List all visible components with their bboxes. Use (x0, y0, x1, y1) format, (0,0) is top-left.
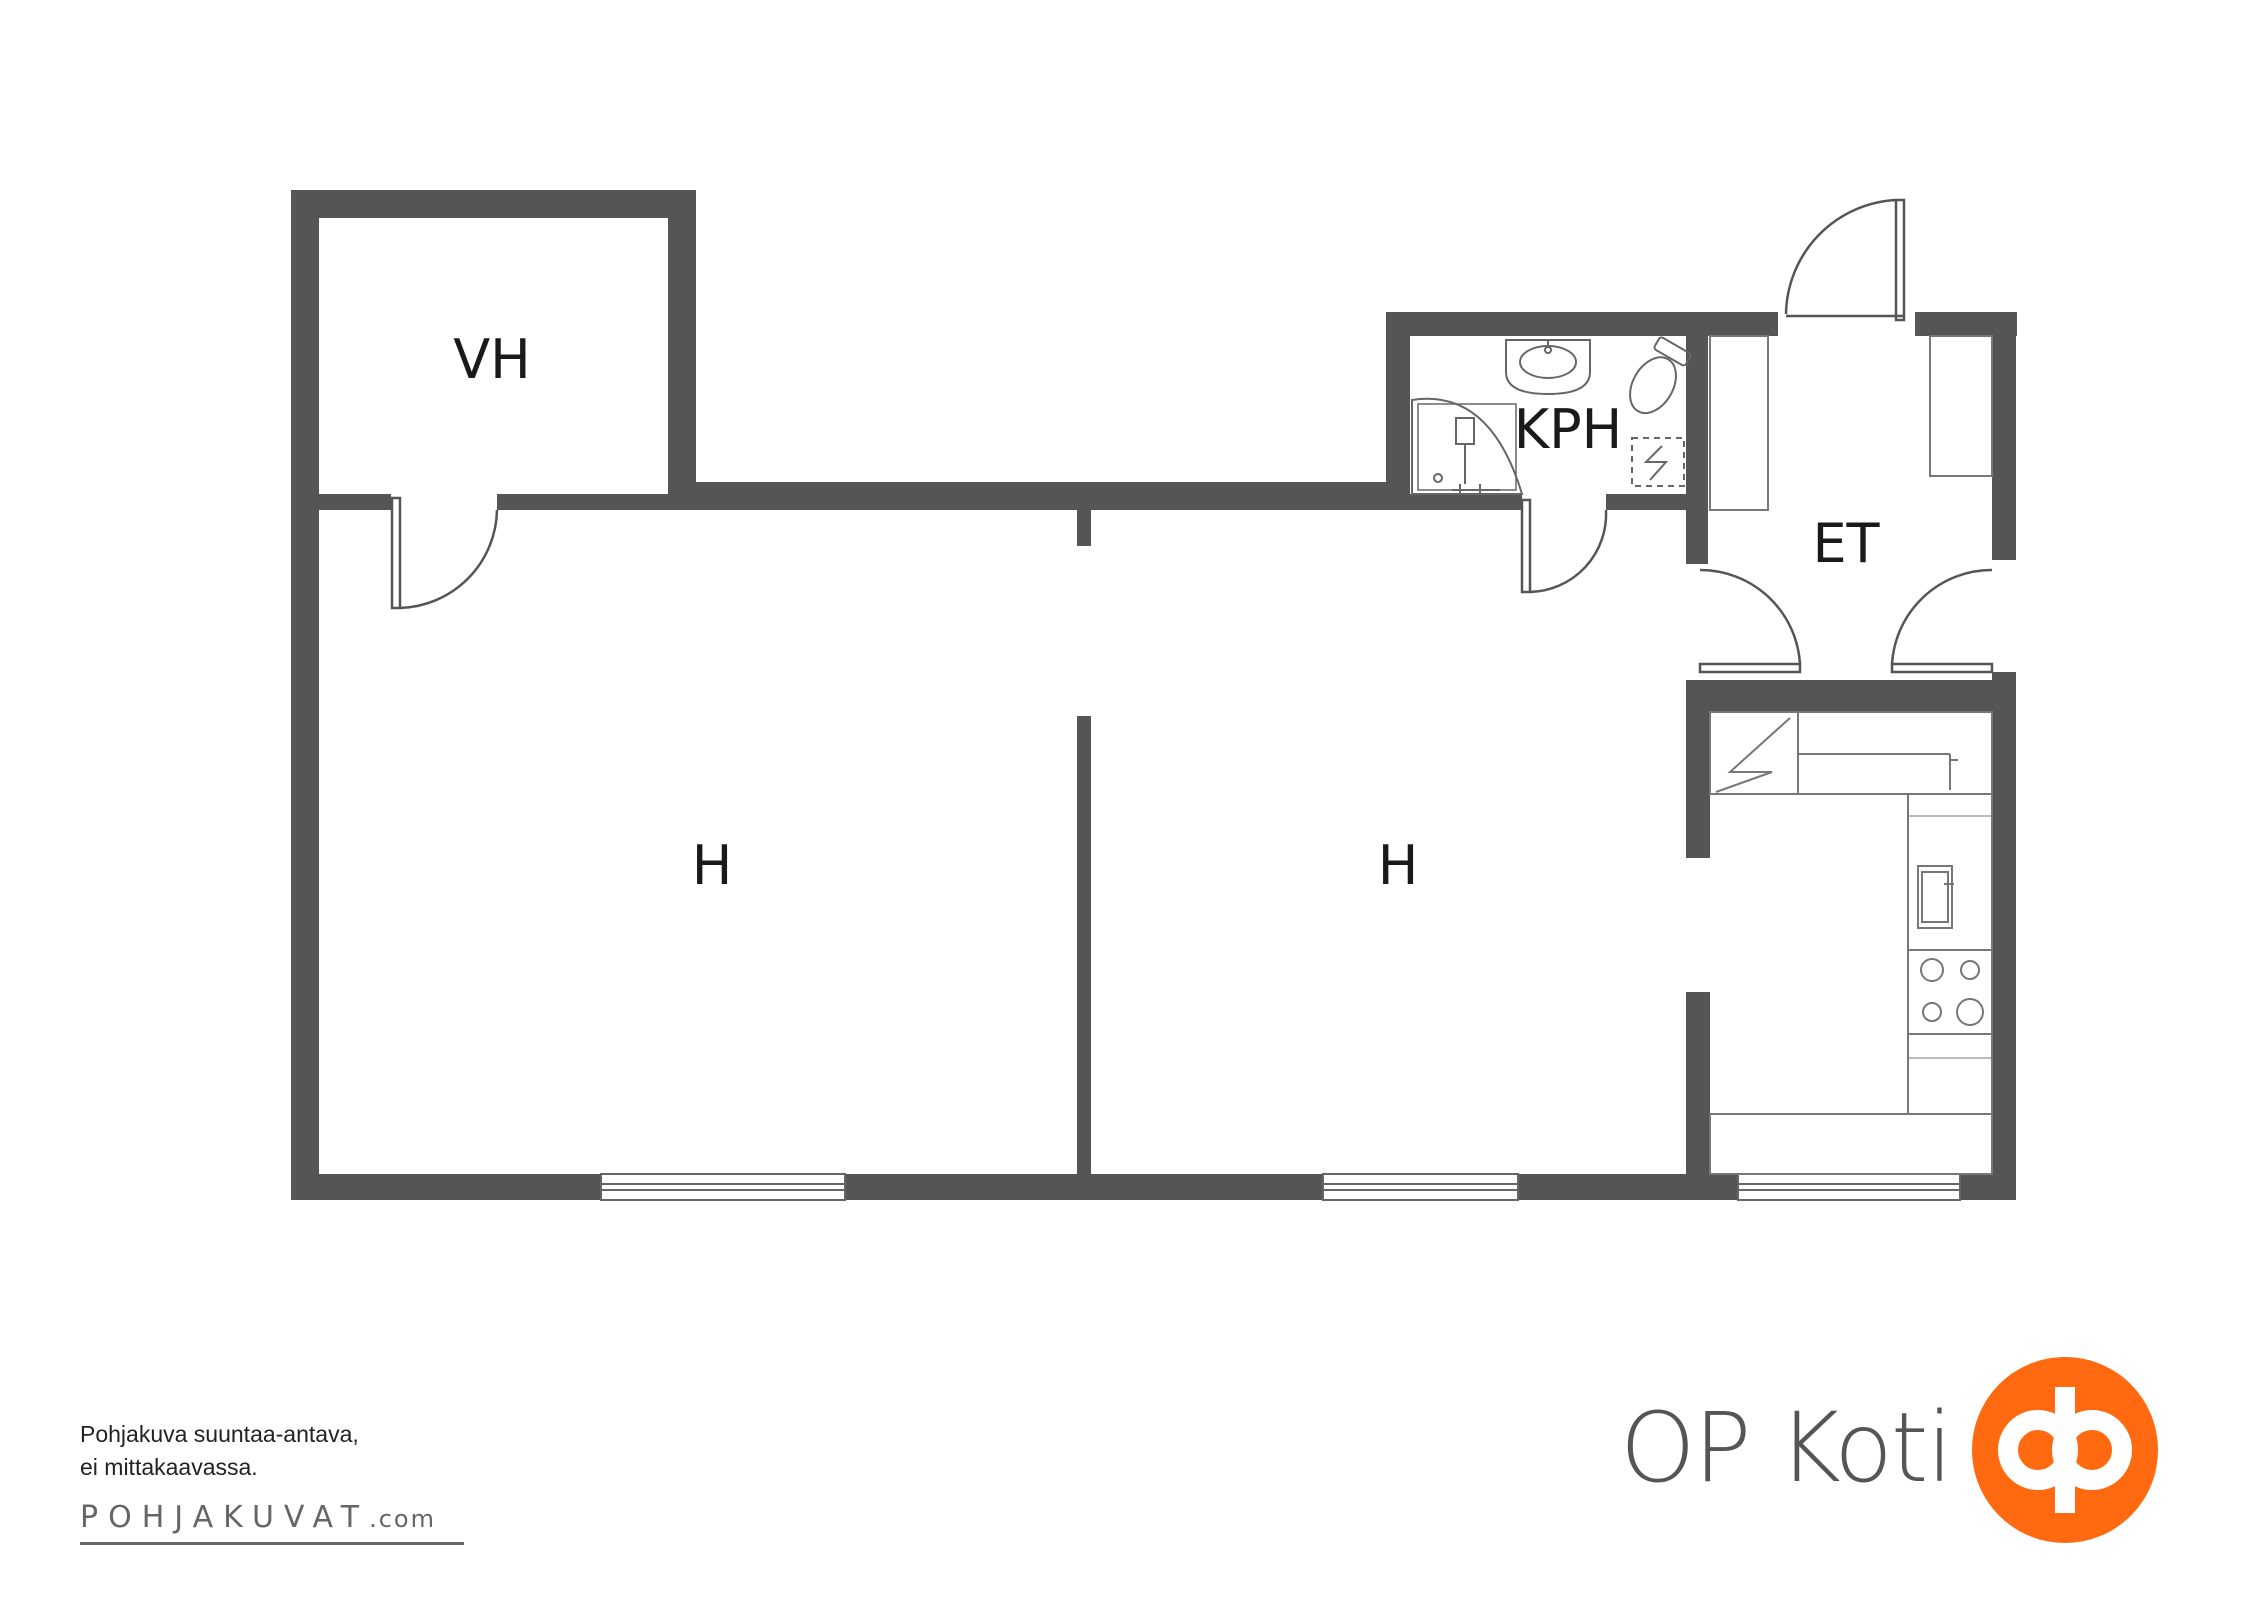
room-labels: VH KPH ET H H (453, 328, 1880, 897)
room-label-kph: KPH (1514, 398, 1623, 461)
room-label-h-left: H (692, 834, 733, 897)
shower-icon (1411, 397, 1524, 495)
room-label-et: ET (1812, 512, 1880, 575)
disclaimer-note: Pohjakuva suuntaa-antava, ei mittakaavas… (80, 1418, 359, 1484)
disclaimer-line-1: Pohjakuva suuntaa-antava, (80, 1421, 359, 1447)
stove-icon (1907, 949, 1993, 1035)
kitchen-sink-icon (1917, 865, 1953, 929)
disclaimer-line-2: ei mittakaavassa. (80, 1454, 258, 1480)
floor-drain-icon (1631, 437, 1685, 487)
room-label-vh: VH (453, 328, 531, 391)
credit-underline (80, 1542, 464, 1545)
toilet-icon (1629, 336, 1692, 415)
sink-icon (1505, 339, 1591, 396)
credit-suffix: .com (369, 1505, 436, 1533)
hall-closets (1709, 335, 1993, 511)
doors (390, 198, 1994, 674)
credit-name: POHJAKUVAT (80, 1500, 370, 1535)
kitchen-fixtures (1709, 711, 1993, 1175)
walls (291, 190, 2017, 1200)
bathroom-fixtures (1411, 336, 1692, 495)
op-logo-icon (1972, 1357, 2158, 1543)
room-label-h-right: H (1378, 834, 1419, 897)
brand-name: OP Koti (1620, 1392, 1953, 1504)
